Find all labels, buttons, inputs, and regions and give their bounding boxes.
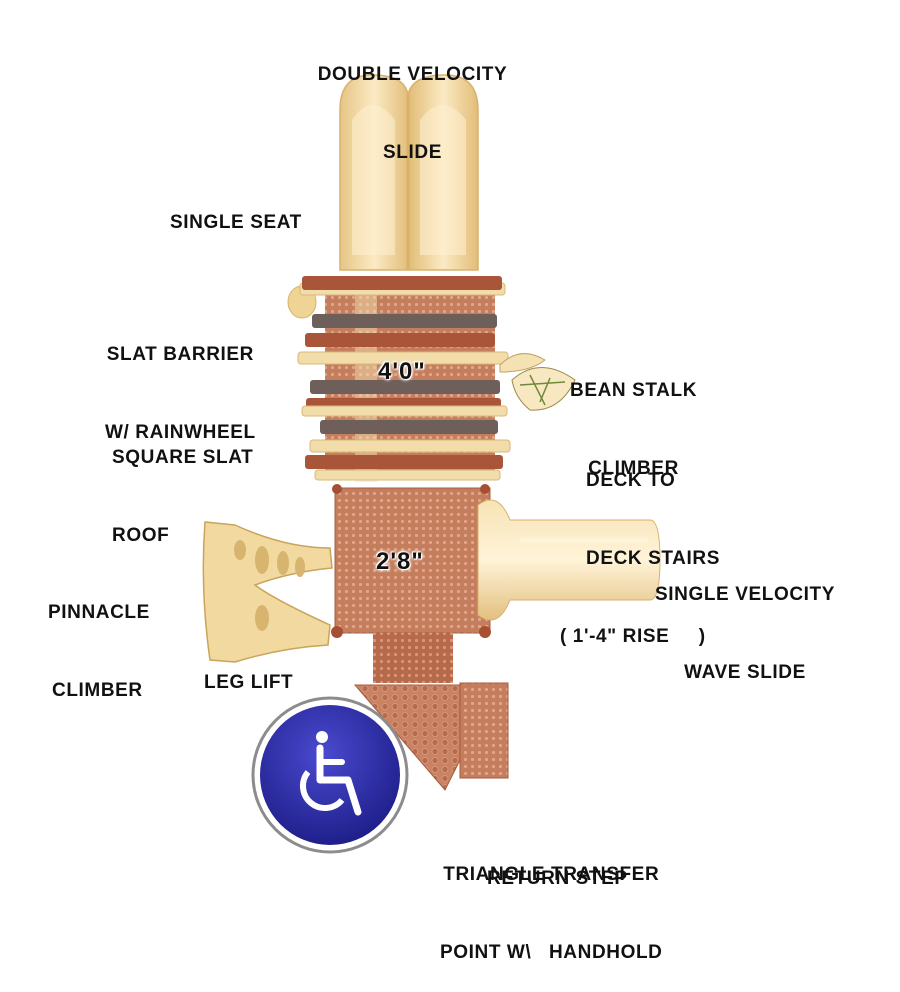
single-velocity-wave-slide (477, 499, 661, 621)
deck-to-deck-stairs (373, 633, 453, 683)
label-leg-lift: LEG LIFT (204, 672, 294, 693)
lower-deck (331, 484, 491, 638)
label-slat-barrier: SLAT BARRIER W/ RAINWHEEL (105, 344, 256, 443)
wheelchair-icon (251, 696, 409, 854)
label-bean-stalk-climber: BEAN STALK CLIMBER (570, 380, 698, 479)
pinnacle-climber (202, 521, 333, 663)
label-double-velocity-slide: DOUBLE VELOCITY SLIDE (317, 64, 508, 163)
label-pinnacle-climber: PINNACLE CLIMBER (48, 602, 150, 701)
bean-stalk-climber (499, 353, 576, 411)
label-deck-to-deck-stairs: DECK TO DECK STAIRS ( 1'-4" RISE ) (560, 470, 720, 647)
label-triangle-transfer-point: TRIANGLE TRANSFER POINT W\ HANDHOLD (440, 864, 663, 963)
label-single-seat: SINGLE SEAT (170, 212, 302, 233)
label-return-step: RETURN STEP (487, 868, 628, 889)
lower-deck-dimension: 2'8" (376, 548, 424, 575)
playground-plan (202, 74, 661, 854)
slat-roof (297, 276, 511, 481)
double-velocity-slide (339, 74, 479, 271)
label-single-velocity-wave-slide: SINGLE VELOCITY WAVE SLIDE (655, 584, 836, 683)
upper-deck-dimension: 4'0" (378, 358, 426, 385)
label-square-slat-roof: SQUARE SLAT ROOF (112, 447, 254, 546)
triangle-transfer-point (353, 682, 509, 791)
